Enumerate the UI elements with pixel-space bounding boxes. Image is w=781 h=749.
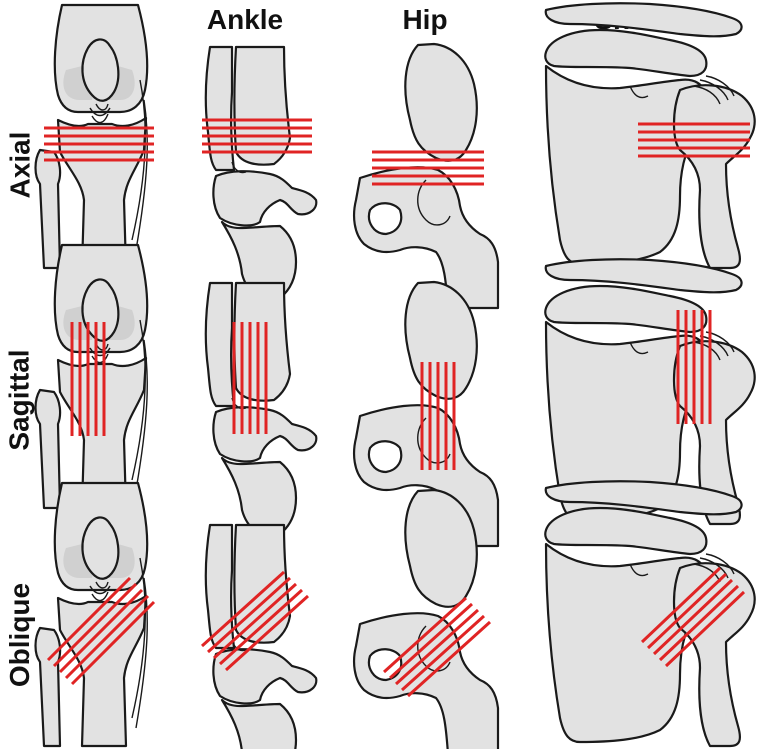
slice-lines-ankle-sagittal	[232, 322, 268, 434]
slice-lines-ankle-axial	[202, 118, 312, 154]
panel-shoulder-oblique	[544, 480, 756, 748]
panel-ankle-axial	[202, 45, 318, 302]
panel-hip-sagittal	[352, 280, 500, 548]
slice-lines-hip-oblique	[382, 596, 492, 698]
slice-lines-ankle-oblique	[200, 570, 310, 672]
slice-lines-shoulder-axial	[638, 122, 750, 158]
column-header-ankle: Ankle	[206, 4, 284, 35]
slice-lines-knee-axial	[44, 126, 154, 162]
panel-ankle-oblique	[200, 523, 318, 749]
slice-lines-knee-sagittal	[70, 322, 106, 436]
panel-shoulder-sagittal	[544, 258, 756, 526]
slice-lines-hip-sagittal	[420, 362, 456, 470]
column-header-hip: Hip	[402, 4, 448, 35]
panel-shoulder-axial	[544, 2, 756, 270]
slice-lines-hip-axial	[372, 150, 484, 186]
panel-knee-axial	[34, 3, 154, 270]
panel-ankle-sagittal	[204, 281, 318, 538]
slice-lines-knee-oblique	[46, 576, 156, 686]
panel-hip-axial	[352, 42, 500, 310]
panel-knee-oblique	[34, 481, 156, 748]
panel-hip-oblique	[352, 488, 500, 749]
panel-knee-sagittal	[34, 243, 149, 510]
slice-lines-shoulder-sagittal	[676, 310, 712, 424]
slice-lines-shoulder-oblique	[640, 566, 746, 668]
